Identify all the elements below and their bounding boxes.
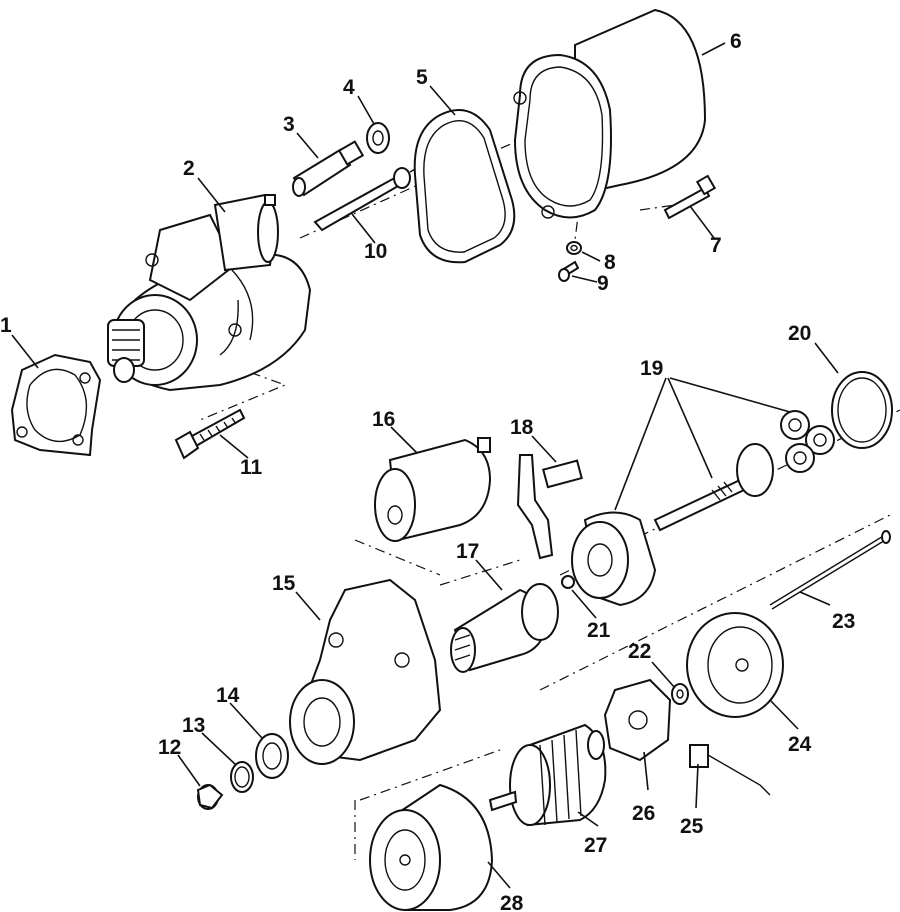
callout-6: 6: [730, 30, 742, 53]
part-28-field-yoke: [369, 783, 494, 911]
part-8-washer: [566, 241, 582, 255]
part-18-shift-lever: [516, 454, 583, 560]
part-13-snap-ring: [230, 761, 254, 793]
leader-lines: [11, 42, 839, 889]
callout-numbers: 1 2 3 4 5 6 7 8 9 10 11 12 13 14 15 16 1…: [0, 30, 855, 912]
part-20-snap-ring: [831, 371, 893, 449]
callout-2: 2: [183, 157, 195, 180]
callout-9: 9: [597, 272, 609, 295]
part-26-brush-holder: [603, 678, 672, 762]
callout-26: 26: [632, 802, 655, 825]
callout-13: 13: [182, 714, 205, 737]
callout-28: 28: [500, 892, 524, 912]
callout-1: 1: [0, 314, 12, 337]
callout-22: 22: [628, 640, 651, 663]
part-11-bolt: [174, 408, 246, 460]
callout-11: 11: [240, 456, 263, 479]
part-3-plunger: [292, 140, 365, 197]
part-14-stopper: [255, 733, 289, 779]
callout-20: 20: [788, 322, 811, 345]
callout-16: 16: [372, 408, 395, 431]
callout-3: 3: [283, 113, 295, 136]
callout-25: 25: [680, 815, 704, 838]
callout-27: 27: [584, 834, 607, 857]
callout-7: 7: [710, 234, 722, 257]
part-12-cap: [196, 783, 224, 810]
callout-18: 18: [510, 416, 534, 439]
callout-17: 17: [456, 540, 479, 563]
callout-12: 12: [158, 736, 181, 759]
part-22-washer: [671, 683, 689, 705]
part-4-nut: [366, 122, 390, 154]
part-1-gasket: [10, 353, 102, 457]
part-5-oring: [413, 109, 516, 264]
callout-5: 5: [416, 66, 428, 89]
callout-4: 4: [343, 76, 355, 99]
part-9-screw: [558, 260, 580, 282]
part-15-drive-housing: [289, 578, 442, 765]
part-21-ball: [561, 575, 575, 589]
callout-19: 19: [640, 357, 663, 380]
part-25-brush: [689, 744, 771, 796]
part-19-gear-assembly: [571, 410, 835, 607]
part-6-cover: [513, 8, 707, 219]
part-27-armature: [488, 723, 607, 827]
part-23-through-bolt: [769, 530, 891, 610]
callout-24: 24: [788, 733, 812, 756]
part-24-yoke: [686, 612, 784, 718]
callout-21: 21: [587, 619, 611, 642]
part-2-starter-assembly: [107, 193, 312, 392]
callout-8: 8: [604, 251, 616, 274]
callout-15: 15: [272, 572, 296, 595]
callout-23: 23: [832, 610, 855, 633]
part-17-clutch: [450, 583, 559, 673]
callout-10: 10: [364, 240, 387, 263]
part-7-bolt: [663, 174, 717, 220]
part-16-solenoid: [374, 437, 492, 542]
callout-14: 14: [216, 684, 240, 707]
